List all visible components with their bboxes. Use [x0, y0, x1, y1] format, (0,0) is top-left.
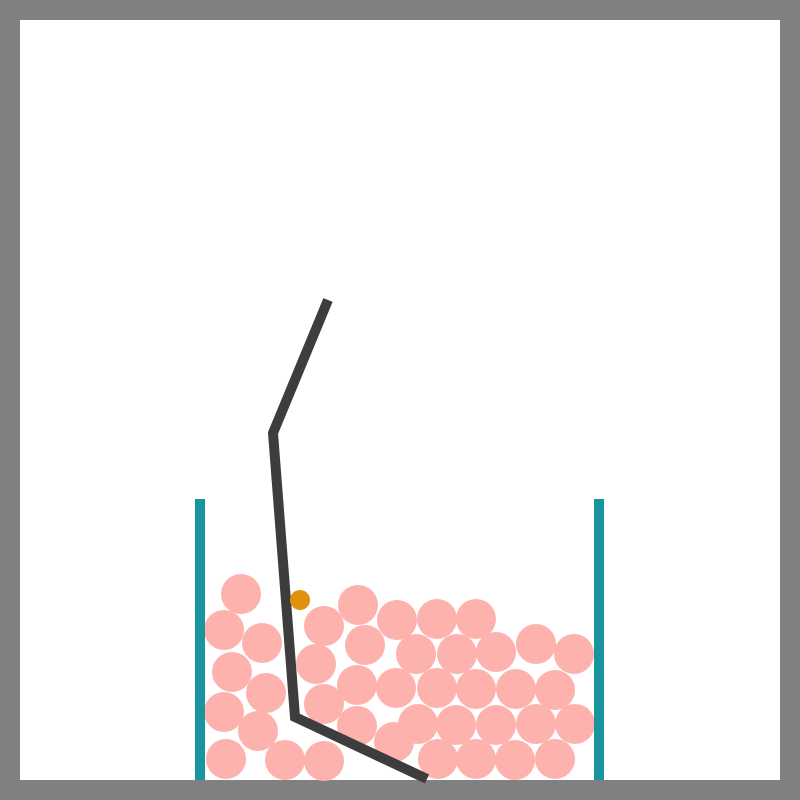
pile-ball	[418, 739, 458, 779]
ball-pile	[204, 574, 595, 781]
pile-ball	[238, 711, 278, 751]
pile-ball	[436, 705, 476, 745]
pile-ball	[206, 739, 246, 779]
pile-ball	[304, 684, 344, 724]
pile-ball	[495, 740, 535, 780]
pile-ball	[338, 585, 378, 625]
pile-ball	[204, 692, 244, 732]
pile-ball	[204, 610, 244, 650]
pile-ball	[398, 704, 438, 744]
container-left-wall	[195, 499, 205, 780]
target-ball[interactable]	[290, 590, 310, 610]
pile-ball	[456, 739, 496, 779]
pile-ball	[417, 668, 457, 708]
pile-ball	[535, 670, 575, 710]
pile-ball	[304, 606, 344, 646]
pile-ball	[516, 704, 556, 744]
pile-ball	[242, 623, 282, 663]
pile-ball	[345, 625, 385, 665]
tool-rod[interactable]	[267, 298, 430, 784]
pile-ball	[476, 632, 516, 672]
pile-ball	[456, 669, 496, 709]
pile-ball	[246, 673, 286, 713]
pile-ball	[296, 644, 336, 684]
pile-ball	[376, 668, 416, 708]
pile-ball	[535, 739, 575, 779]
pile-ball	[456, 599, 496, 639]
pile-ball	[476, 705, 516, 745]
pile-ball	[496, 669, 536, 709]
pile-ball	[555, 704, 595, 744]
pile-ball	[304, 741, 344, 781]
pile-ball	[265, 740, 305, 780]
pile-ball	[396, 634, 436, 674]
pile-ball	[417, 599, 457, 639]
pile-ball	[377, 600, 417, 640]
pile-ball	[212, 652, 252, 692]
pile-ball	[221, 574, 261, 614]
pile-ball	[337, 665, 377, 705]
container-right-wall	[594, 499, 604, 780]
pile-ball	[554, 634, 594, 674]
pile-ball	[516, 624, 556, 664]
pile-ball	[437, 634, 477, 674]
